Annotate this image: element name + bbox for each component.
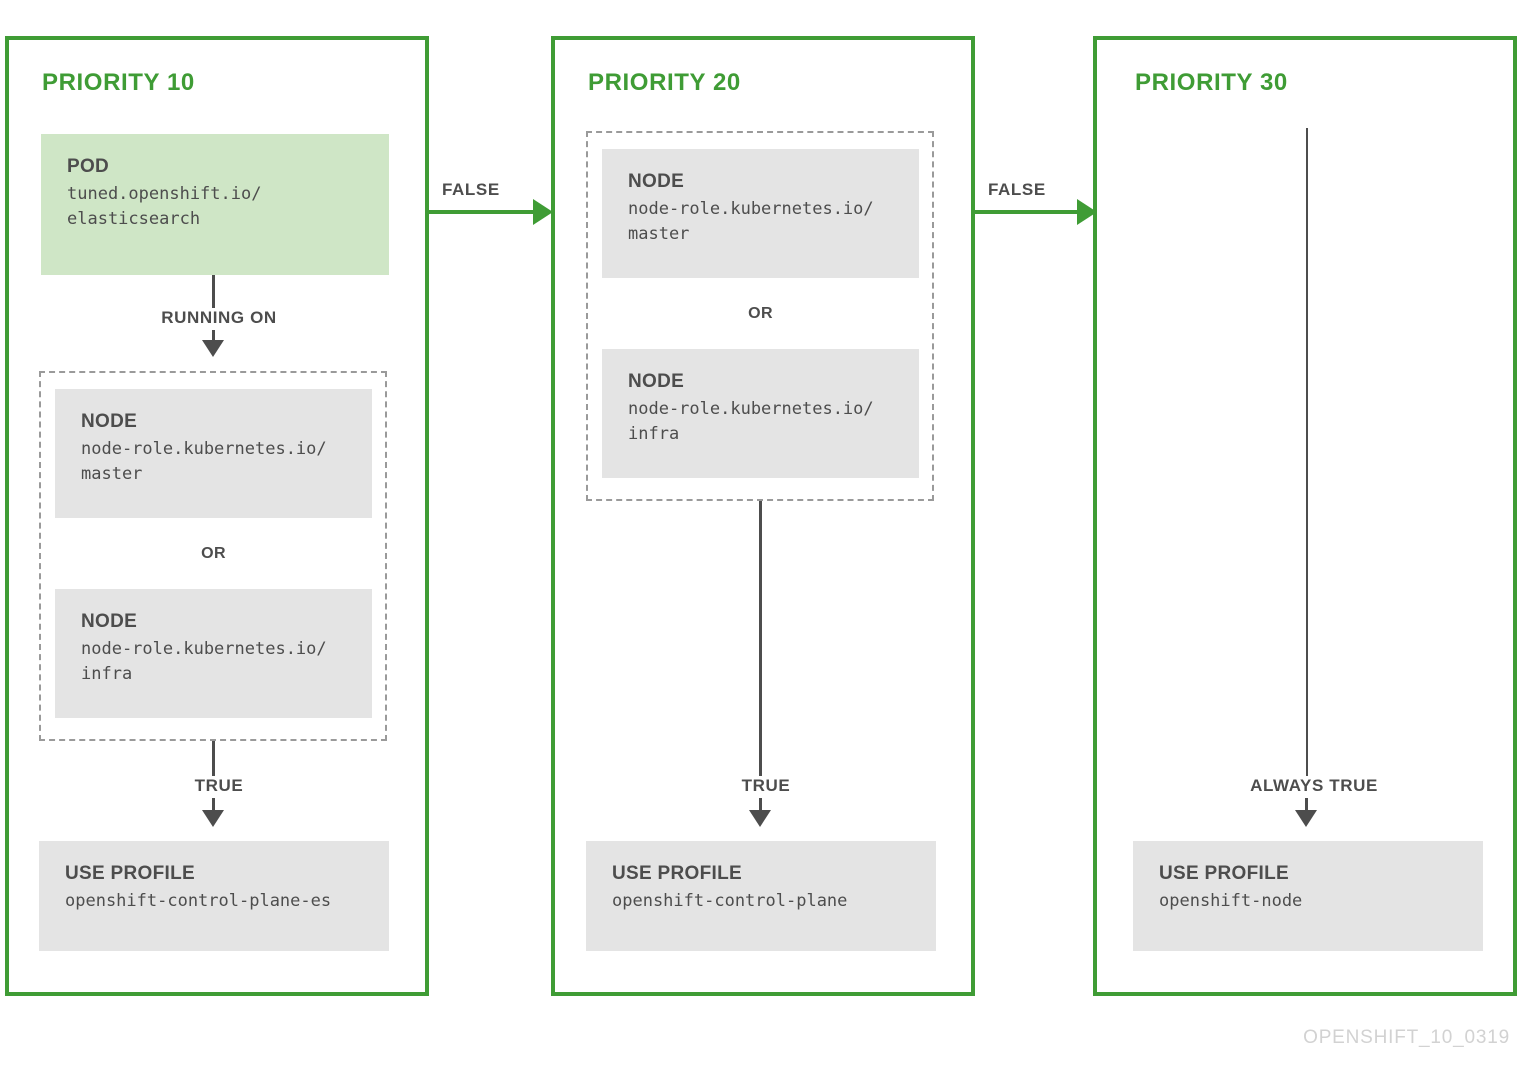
pod-box-heading: POD: [67, 156, 110, 177]
true-connector-bottom: [759, 798, 762, 818]
false-label-1: FALSE: [442, 180, 500, 199]
running-on-connector-bottom: [212, 330, 215, 349]
false-connector-2: [971, 210, 1079, 214]
true-connector-top: [212, 741, 215, 776]
priority-30-column: [1093, 36, 1517, 996]
node-box-value: node-role.kubernetes.io/ infra: [81, 639, 327, 684]
priority-20-node-match-group: [586, 131, 934, 501]
node-box-value: node-role.kubernetes.io/ master: [628, 199, 874, 244]
always-true-arrowhead-icon: [1295, 810, 1317, 827]
false-arrowhead-1-icon: [533, 199, 553, 225]
node-box-value: node-role.kubernetes.io/ master: [81, 439, 327, 484]
node-box: NODE node-role.kubernetes.io/ infra: [55, 589, 372, 718]
node-box-heading: NODE: [81, 411, 138, 432]
false-label-2: FALSE: [988, 180, 1046, 199]
always-true-connector-bottom: [1305, 798, 1308, 818]
or-label: OR: [748, 305, 773, 322]
node-box: NODE node-role.kubernetes.io/ infra: [602, 349, 919, 478]
node-box-value: node-role.kubernetes.io/ infra: [628, 399, 874, 444]
use-profile-box: USE PROFILE openshift-control-plane: [586, 841, 936, 951]
true-label: TRUE: [157, 776, 281, 796]
node-box-heading: NODE: [81, 611, 138, 632]
use-profile-value: openshift-control-plane: [612, 891, 848, 911]
diagram-footer-id: OPENSHIFT_10_0319: [1303, 1027, 1510, 1048]
running-on-connector-top: [212, 275, 215, 309]
use-profile-box: USE PROFILE openshift-control-plane-es: [39, 841, 389, 951]
false-arrowhead-2-icon: [1077, 199, 1097, 225]
true-arrowhead-icon: [202, 810, 224, 827]
node-box-heading: NODE: [628, 171, 685, 192]
false-connector-1: [425, 210, 535, 214]
priority-20-title: PRIORITY 20: [588, 69, 741, 96]
use-profile-heading: USE PROFILE: [612, 863, 742, 884]
true-connector-top: [759, 501, 762, 776]
use-profile-box: USE PROFILE openshift-node: [1133, 841, 1483, 951]
use-profile-heading: USE PROFILE: [65, 863, 195, 884]
pod-box: POD tuned.openshift.io/ elasticsearch: [41, 134, 389, 275]
true-arrowhead-icon: [749, 810, 771, 827]
running-on-arrowhead-icon: [202, 340, 224, 357]
true-label: TRUE: [704, 776, 828, 796]
true-connector-bottom: [212, 798, 215, 818]
running-on-label: RUNNING ON: [137, 308, 301, 328]
use-profile-heading: USE PROFILE: [1159, 863, 1289, 884]
pod-box-value: tuned.openshift.io/ elasticsearch: [67, 184, 262, 229]
or-label: OR: [201, 545, 226, 562]
priority-10-node-match-group: [39, 371, 387, 741]
node-box: NODE node-role.kubernetes.io/ master: [602, 149, 919, 278]
node-box: NODE node-role.kubernetes.io/ master: [55, 389, 372, 518]
use-profile-value: openshift-control-plane-es: [65, 891, 332, 911]
priority-30-title: PRIORITY 30: [1135, 69, 1288, 96]
use-profile-value: openshift-node: [1159, 891, 1303, 911]
node-box-heading: NODE: [628, 371, 685, 392]
always-true-connector-top: [1306, 128, 1308, 776]
always-true-label: ALWAYS TRUE: [1229, 776, 1399, 796]
priority-10-title: PRIORITY 10: [42, 69, 195, 96]
